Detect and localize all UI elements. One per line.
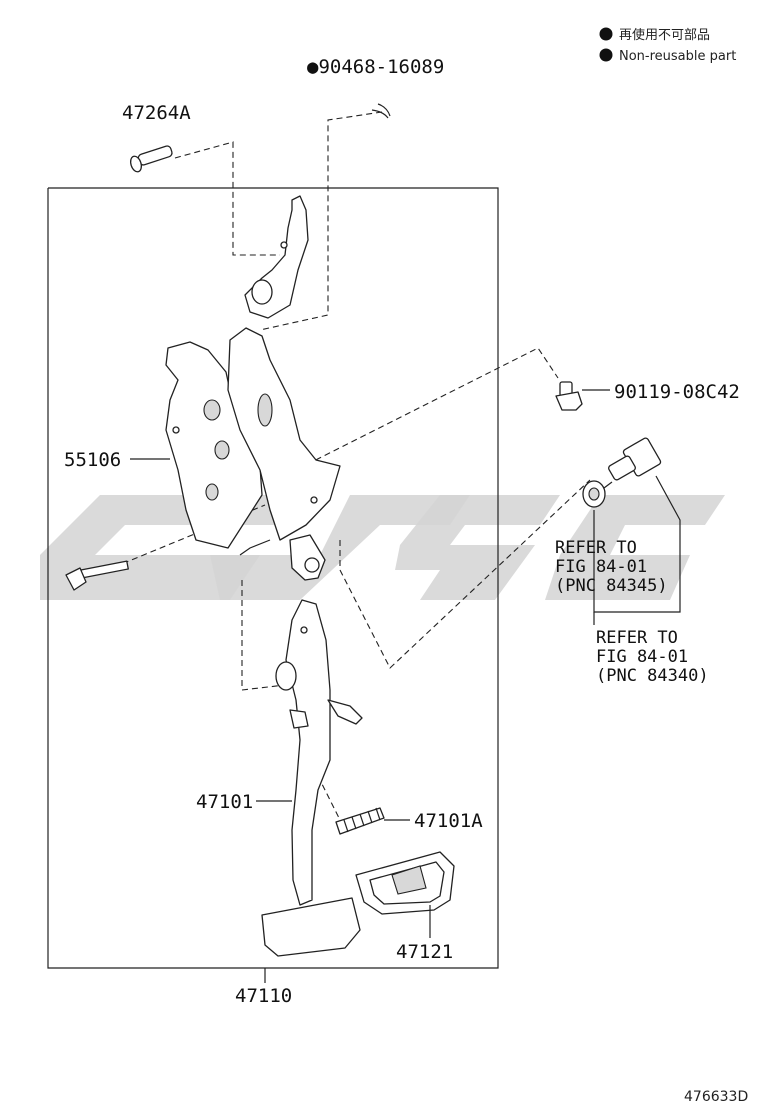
label-55106: 55106 [64, 449, 121, 471]
label-90468-16089: ●90468-16089 [307, 56, 444, 78]
label-47121: 47121 [396, 941, 453, 963]
upper-bracket [244, 195, 309, 319]
ref2-line1: REFER TO [596, 628, 678, 648]
label-47101a: 47101A [414, 810, 483, 832]
diagram-code: 476633D [684, 1089, 748, 1105]
ref2-line2: FIG 84-01 [596, 647, 688, 667]
brake-pedal-arm-47101 [261, 599, 363, 957]
label-47264a: 47264A [122, 102, 191, 124]
pedal-pad-47121 [355, 851, 455, 915]
return-spring-47101a [335, 807, 385, 835]
label-47101: 47101 [196, 791, 253, 813]
legend-bullet [599, 27, 613, 41]
ref1-line2: FIG 84-01 [555, 557, 647, 577]
legend-english: Non-reusable part [619, 49, 736, 64]
legend-japanese: 再使用不可部品 [619, 27, 710, 43]
label-90119-08c42: 90119-08C42 [614, 381, 740, 403]
reference-note-84340: REFER TO FIG 84-01 (PNC 84340) [596, 628, 709, 686]
clip-90468 [371, 103, 391, 119]
reference-note-84345: REFER TO FIG 84-01 (PNC 84345) [555, 538, 668, 596]
assembly-frame [47, 187, 499, 969]
clevis-pin-47264a [129, 145, 173, 173]
long-bolt [65, 560, 129, 591]
bolt-90119 [555, 381, 583, 411]
ref1-line1: REFER TO [555, 538, 637, 558]
legend-bullet [599, 48, 613, 62]
ref1-line3: (PNC 84345) [555, 576, 668, 596]
leader-lines [130, 389, 681, 938]
label-47110: 47110 [235, 985, 292, 1007]
pedal-bracket-55106 [165, 327, 341, 581]
legend: 再使用不可部品 Non-reusable part [599, 27, 736, 64]
stop-lamp-switch [582, 437, 662, 508]
ref2-line3: (PNC 84340) [596, 666, 709, 686]
